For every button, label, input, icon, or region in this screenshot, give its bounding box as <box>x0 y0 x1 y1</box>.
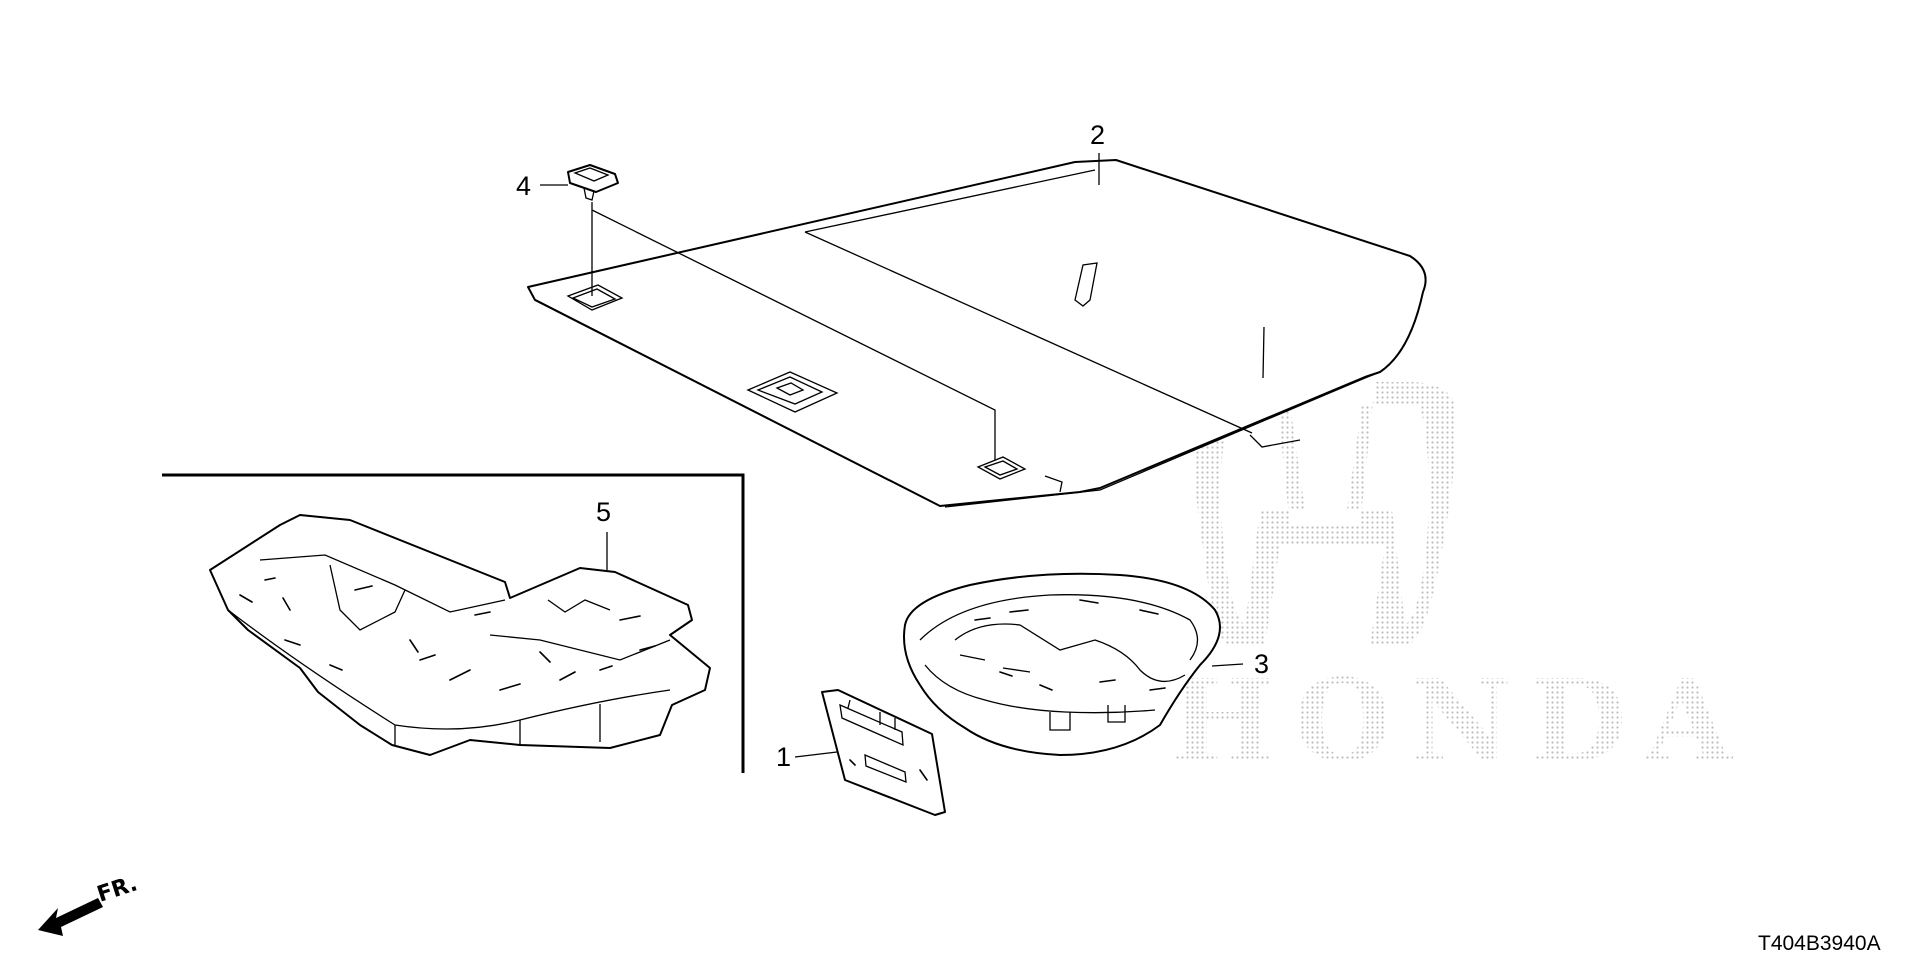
front-direction-indicator: FR. <box>38 871 141 936</box>
diagram-code: T404B3940A <box>1758 932 1881 955</box>
section-frame <box>162 473 745 773</box>
callout-4: 4 <box>516 171 531 201</box>
callout-3: 3 <box>1254 649 1269 679</box>
part-2-cargo-cover <box>527 159 1427 508</box>
callout-2: 2 <box>1090 120 1105 150</box>
callout-1: 1 <box>776 742 791 772</box>
front-label: FR. <box>94 871 140 907</box>
part-3-spare-tire-well <box>903 572 1221 756</box>
honda-wordmark: HONDA <box>1170 656 1750 787</box>
part-4-clip <box>567 164 619 201</box>
leader-lines <box>540 153 1244 758</box>
honda-h-logo-icon <box>1192 382 1456 645</box>
part-1-panel <box>821 689 946 816</box>
front-arrow-icon <box>38 898 103 936</box>
part-5-floor-box <box>209 514 711 756</box>
callout-5: 5 <box>596 497 611 527</box>
honda-watermark: HONDA <box>1170 382 1750 787</box>
